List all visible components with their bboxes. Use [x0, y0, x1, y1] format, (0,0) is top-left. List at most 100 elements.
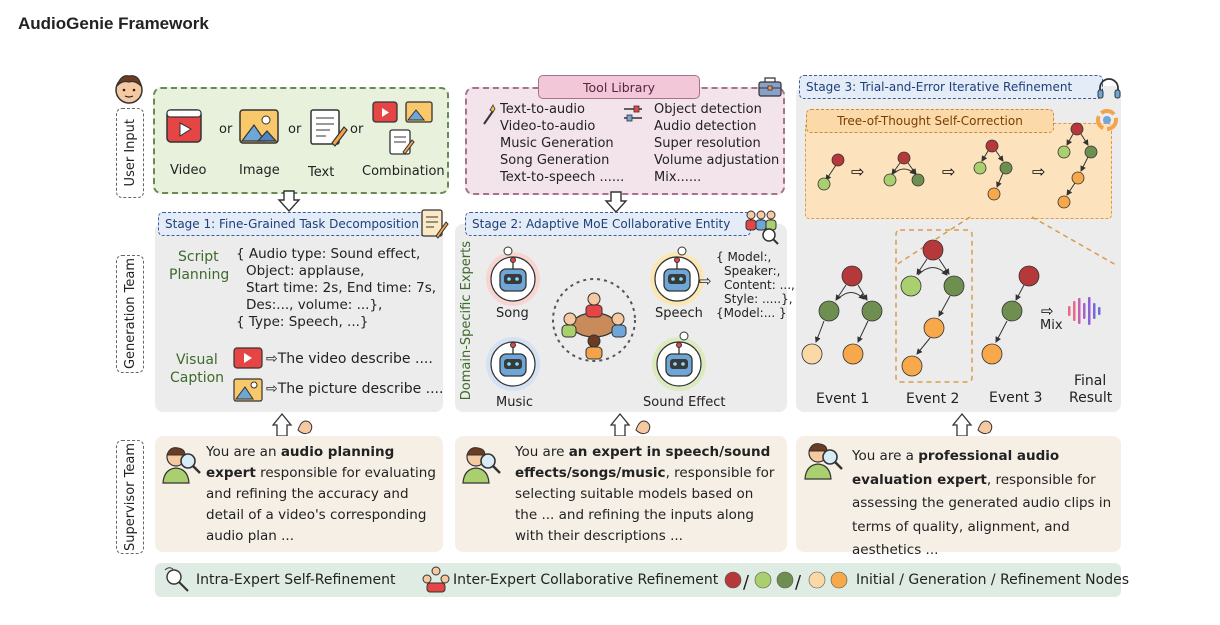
arrow-icon: ⇨ — [699, 272, 712, 290]
speech-expert-icon — [650, 246, 704, 306]
supervisor-team-label: Supervisor Team — [116, 440, 144, 554]
refresh-cycle-icon — [1096, 109, 1118, 131]
or-separator: or — [219, 122, 233, 137]
script-line: { Type: Speech, ...} — [236, 314, 369, 330]
svg-text:⇨: ⇨ — [1032, 162, 1045, 181]
song-label: Song — [496, 306, 529, 321]
team-search-icon — [745, 210, 779, 245]
script-line: Object: applause, — [246, 263, 365, 279]
svg-text:/: / — [795, 572, 802, 591]
video-icon — [233, 347, 263, 369]
legend — [155, 563, 1121, 597]
speech-config-line: Style: .....}, — [724, 292, 793, 306]
sliders-icon — [624, 105, 642, 122]
user-input-label: User Input — [116, 108, 144, 198]
input-video-label: Video — [170, 163, 207, 178]
script-icon — [421, 209, 449, 239]
script-label: Script — [178, 249, 219, 265]
stage1-panel — [155, 223, 443, 412]
svg-text:⇨: ⇨ — [942, 162, 955, 181]
generation-team-label: Generation Team — [116, 255, 144, 373]
supervisor-2-text: You are an expert in speech/sound effect… — [515, 444, 775, 544]
svg-text:/: / — [743, 572, 750, 591]
speech-config-line: {Model:... } — [716, 306, 787, 320]
script-line: Start time: 2s, End time: 7s, — [246, 280, 437, 296]
mix-label: Mix — [1040, 318, 1063, 333]
down-arrow-icon — [277, 190, 301, 212]
svg-text:⇨: ⇨ — [851, 162, 864, 181]
tool-audio-detection: Audio detection — [654, 119, 757, 134]
speech-config-line: { Model:, — [716, 250, 772, 264]
tool-video-to-audio: Video-to-audio — [500, 119, 596, 134]
result-label: Result — [1069, 390, 1113, 406]
tool-library-panel — [465, 87, 785, 195]
toolbox-icon — [758, 77, 782, 97]
supervisor-magnifier-icon — [162, 447, 201, 484]
waveform-icon — [1068, 297, 1101, 325]
supervisor-1-text: You are an audio planning expert respons… — [206, 444, 436, 544]
tool-text-to-speech: Text-to-speech ...... — [500, 170, 625, 185]
final-label: Final — [1074, 373, 1107, 389]
tool-text-to-audio: Text-to-audio — [500, 102, 585, 117]
refinement-trees: ⇨ ⇨ ⇨ — [817, 139, 1045, 201]
speech-config-line: Content: ..., — [724, 278, 795, 292]
up-arrow-strength-icon — [952, 412, 993, 437]
or-separator: or — [350, 122, 364, 137]
headphones-icon — [1097, 78, 1121, 99]
speech-label: Speech — [655, 306, 703, 321]
self-refinement-icon — [164, 567, 189, 592]
video-icon — [166, 109, 202, 143]
script-line: Des:..., volume: ...}, — [246, 297, 383, 313]
or-separator: or — [288, 122, 302, 137]
video-caption: ⇨The video describe .... — [266, 351, 433, 367]
event-1-label: Event 1 — [816, 391, 870, 407]
tree-of-thought-title: Tree-of-Thought Self-Correction — [806, 109, 1054, 133]
tool-song-generation: Song Generation — [500, 153, 610, 168]
tool-mix: Mix...... — [654, 170, 702, 185]
image-icon — [239, 109, 279, 144]
legend-node-colors: / / — [724, 571, 848, 591]
visual-label: Visual — [176, 352, 218, 368]
supervisor-2-panel — [455, 436, 787, 552]
supervisor-3-panel — [796, 436, 1121, 552]
speech-config-line: Speaker:, — [724, 264, 781, 278]
combination-icon — [372, 101, 433, 155]
magic-wand-icon — [483, 104, 496, 125]
tool-library-title: Tool Library — [538, 75, 700, 99]
legend-intra-label: Intra-Expert Self-Refinement — [196, 572, 396, 588]
tool-object-detection: Object detection — [654, 102, 762, 117]
supervisor-magnifier-icon — [462, 447, 501, 484]
collaborative-refinement-icon — [422, 566, 450, 593]
page-title: AudioGenie Framework — [18, 14, 209, 33]
planning-label: Planning — [169, 267, 230, 283]
event-2-label: Event 2 — [906, 391, 960, 407]
legend-nodes-label: Initial / Generation / Refinement Nodes — [856, 572, 1129, 588]
song-expert-icon — [486, 246, 540, 306]
caption-label: Caption — [170, 370, 225, 386]
tool-music-generation: Music Generation — [500, 136, 614, 151]
stage1-title: Stage 1: Fine-Grained Task Decomposition — [158, 212, 426, 236]
input-combination-label: Combination — [362, 164, 445, 179]
domain-experts-label: Domain-Specific Experts — [458, 241, 474, 401]
text-document-icon — [310, 109, 348, 147]
stage3-title: Stage 3: Trial-and-Error Iterative Refin… — [799, 75, 1103, 99]
input-text-label: Text — [308, 165, 335, 180]
svg-text:⇨: ⇨ — [1041, 302, 1054, 320]
up-arrow-strength-icon — [610, 412, 651, 437]
music-expert-icon — [486, 337, 540, 391]
music-label: Music — [496, 395, 533, 410]
collaboration-meeting-icon — [552, 278, 636, 362]
down-arrow-icon — [604, 191, 628, 213]
script-line: { Audio type: Sound effect, — [236, 246, 421, 262]
user-avatar-icon — [115, 75, 143, 104]
event-3-label: Event 3 — [989, 390, 1043, 406]
supervisor-3-text: You are a professional audio evaluation … — [852, 448, 1112, 558]
picture-caption: ⇨The picture describe .... — [266, 381, 444, 397]
input-image-label: Image — [239, 163, 280, 178]
stage2-title: Stage 2: Adaptive MoE Collaborative Enti… — [465, 212, 751, 236]
tool-volume-adjustation: Volume adjustation — [654, 153, 780, 168]
supervisor-magnifier-icon — [804, 443, 843, 480]
event-trees: ⇨ — [801, 122, 1117, 383]
sound-effect-label: Sound Effect — [643, 395, 726, 410]
legend-inter-label: Inter-Expert Collaborative Refinement — [453, 572, 719, 588]
